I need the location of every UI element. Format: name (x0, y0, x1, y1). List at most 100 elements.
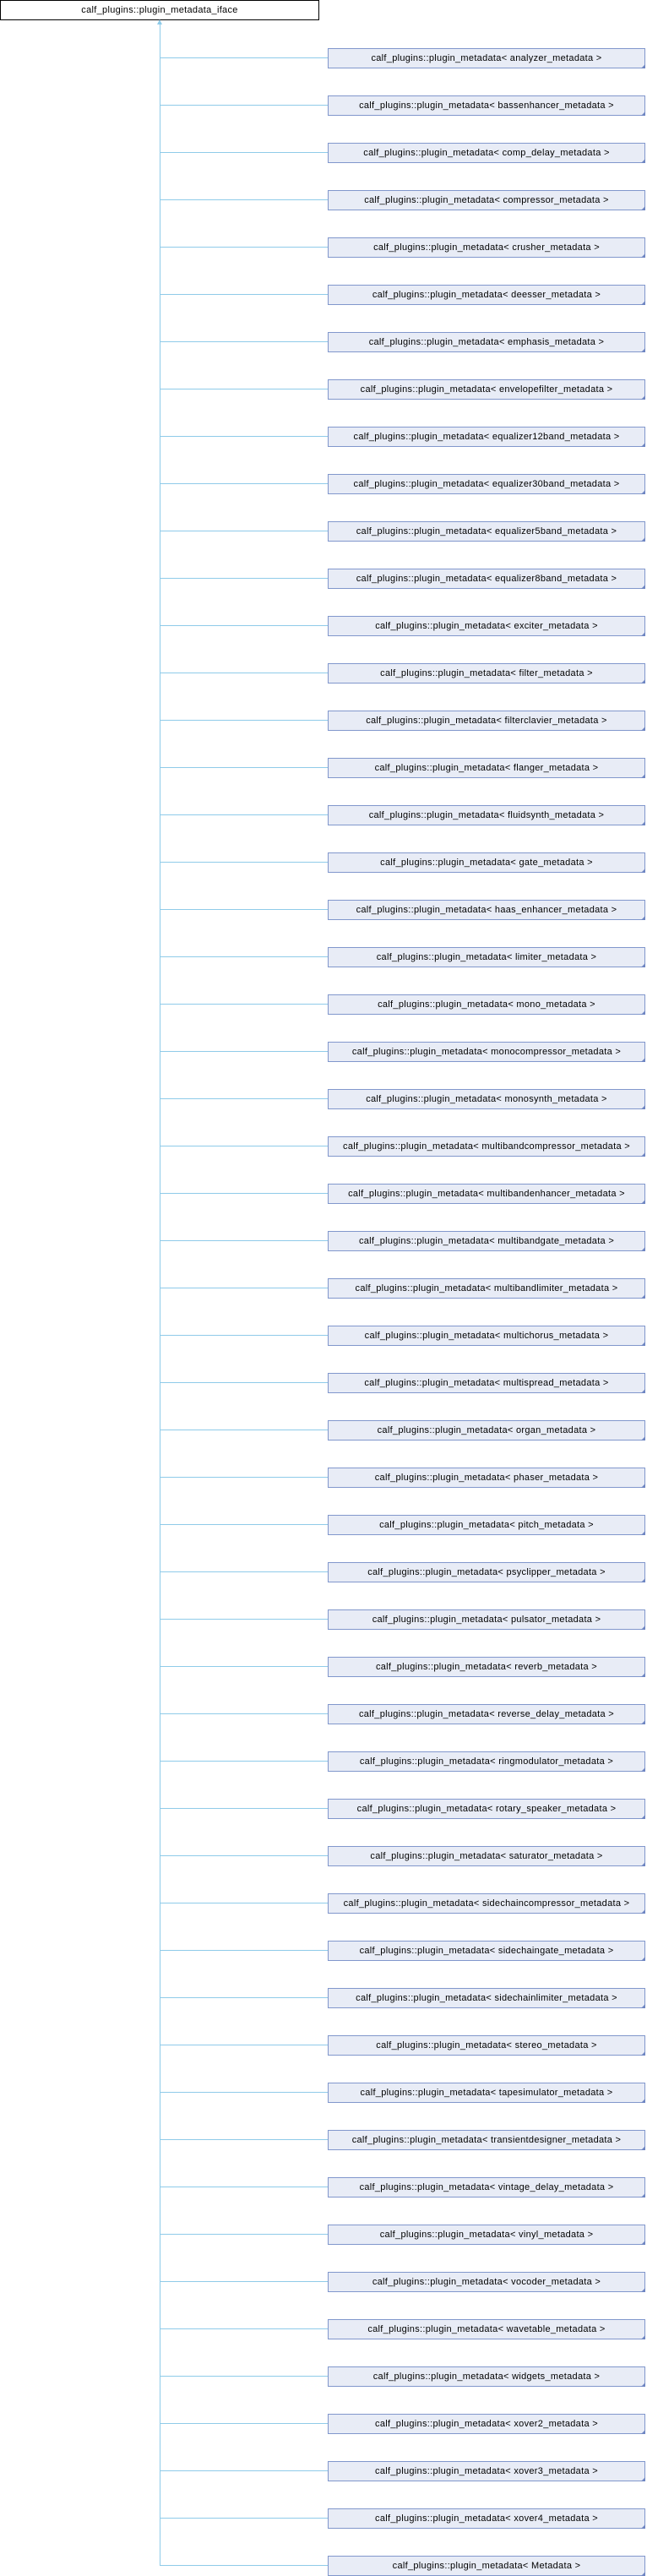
node-corner-icon (641, 301, 645, 305)
class-name-label: calf_plugins::plugin_metadata< emphasis_… (368, 337, 605, 347)
derived-class-node[interactable]: calf_plugins::plugin_metadata< sidechain… (328, 1893, 645, 1914)
derived-class-node[interactable]: calf_plugins::plugin_metadata< pitch_met… (328, 1515, 645, 1535)
inheritance-edge (160, 1382, 328, 1383)
derived-class-node[interactable]: calf_plugins::plugin_metadata< organ_met… (328, 1420, 645, 1440)
derived-class-node[interactable]: calf_plugins::plugin_metadata< emphasis_… (328, 332, 645, 352)
inheritance-edge (160, 2092, 328, 2093)
derived-class-node[interactable]: calf_plugins::plugin_metadata< equalizer… (328, 569, 645, 589)
derived-class-node[interactable]: calf_plugins::plugin_metadata< xover4_me… (328, 2508, 645, 2529)
derived-class-node[interactable]: calf_plugins::plugin_metadata< transient… (328, 2130, 645, 2150)
derived-class-node[interactable]: calf_plugins::plugin_metadata< psyclippe… (328, 1562, 645, 1582)
class-name-label: calf_plugins::plugin_metadata< envelopef… (360, 384, 613, 395)
inheritance-edge (160, 2470, 328, 2471)
derived-class-node[interactable]: calf_plugins::plugin_metadata< multispre… (328, 1373, 645, 1393)
derived-class-node[interactable]: calf_plugins::plugin_metadata< sidechain… (328, 1988, 645, 2008)
derived-class-node[interactable]: calf_plugins::plugin_metadata< Metadata … (328, 2556, 645, 2576)
node-corner-icon (641, 2288, 645, 2292)
class-name-label: calf_plugins::plugin_metadata< equalizer… (356, 526, 617, 536)
node-corner-icon (641, 1767, 645, 1772)
inheritance-edge (160, 2139, 328, 2140)
derived-class-node[interactable]: calf_plugins::plugin_metadata< ringmodul… (328, 1751, 645, 1772)
derived-class-node[interactable]: calf_plugins::plugin_metadata< analyzer_… (328, 48, 645, 68)
derived-class-node[interactable]: calf_plugins::plugin_metadata< reverse_d… (328, 1704, 645, 1724)
derived-class-node[interactable]: calf_plugins::plugin_metadata< wavetable… (328, 2319, 645, 2339)
inheritance-edge (160, 1004, 328, 1005)
node-corner-icon (641, 821, 645, 825)
derived-class-node[interactable]: calf_plugins::plugin_metadata< comp_dela… (328, 143, 645, 163)
derived-class-node[interactable]: calf_plugins::plugin_metadata< mono_meta… (328, 994, 645, 1015)
derived-class-node[interactable]: calf_plugins::plugin_metadata< filter_me… (328, 663, 645, 683)
derived-class-node[interactable]: calf_plugins::plugin_metadata< monocompr… (328, 1042, 645, 1062)
inheritance-edge (160, 1761, 328, 1762)
node-corner-icon (641, 1105, 645, 1109)
class-name-label: calf_plugins::plugin_metadata< xover3_me… (375, 2466, 598, 2476)
class-name-label: calf_plugins::plugin_metadata< pitch_met… (379, 1520, 594, 1530)
derived-class-node[interactable]: calf_plugins::plugin_metadata< equalizer… (328, 474, 645, 494)
class-name-label: calf_plugins::plugin_metadata< bassenhan… (359, 101, 614, 111)
derived-class-node[interactable]: calf_plugins::plugin_metadata< flanger_m… (328, 758, 645, 778)
derived-class-node[interactable]: calf_plugins::plugin_metadata< crusher_m… (328, 237, 645, 258)
derived-class-node[interactable]: calf_plugins::plugin_metadata< exciter_m… (328, 616, 645, 636)
derived-class-node[interactable]: calf_plugins::plugin_metadata< bassenhan… (328, 95, 645, 116)
derived-class-node[interactable]: calf_plugins::plugin_metadata< vocoder_m… (328, 2272, 645, 2292)
inheritance-edge (160, 2281, 328, 2282)
node-corner-icon (641, 1200, 645, 1204)
inheritance-edge (160, 1098, 328, 1099)
derived-class-node[interactable]: calf_plugins::plugin_metadata< limiter_m… (328, 947, 645, 967)
node-corner-icon (641, 1626, 645, 1630)
class-name-label: calf_plugins::plugin_metadata< vocoder_m… (372, 2277, 601, 2287)
class-name-label: calf_plugins::plugin_metadata< filter_me… (380, 668, 593, 678)
node-corner-icon (641, 585, 645, 589)
derived-class-node[interactable]: calf_plugins::plugin_metadata< xover3_me… (328, 2461, 645, 2481)
derived-class-node[interactable]: calf_plugins::plugin_metadata< filtercla… (328, 711, 645, 731)
node-corner-icon (641, 1247, 645, 1251)
inheritance-edge (160, 1619, 328, 1620)
derived-class-node[interactable]: calf_plugins::plugin_metadata< reverb_me… (328, 1657, 645, 1677)
derived-class-node[interactable]: calf_plugins::plugin_metadata< haas_enha… (328, 900, 645, 920)
class-name-label: calf_plugins::plugin_metadata< psyclippe… (367, 1567, 606, 1577)
derived-class-node[interactable]: calf_plugins::plugin_metadata< equalizer… (328, 427, 645, 447)
inheritance-edge (160, 720, 328, 721)
derived-class-node[interactable]: calf_plugins::plugin_metadata< envelopef… (328, 379, 645, 400)
derived-class-node[interactable]: calf_plugins::plugin_metadata< multichor… (328, 1326, 645, 1346)
node-corner-icon (641, 2383, 645, 2387)
inheritance-edge (160, 247, 328, 248)
derived-class-node[interactable]: calf_plugins::plugin_metadata< multiband… (328, 1231, 645, 1251)
derived-class-node[interactable]: calf_plugins::plugin_metadata< vintage_d… (328, 2177, 645, 2197)
node-corner-icon (641, 2193, 645, 2197)
inheritance-edge (160, 1051, 328, 1052)
derived-class-node[interactable]: calf_plugins::plugin_metadata< saturator… (328, 1846, 645, 1866)
derived-class-node[interactable]: calf_plugins::plugin_metadata< pulsator_… (328, 1609, 645, 1630)
node-corner-icon (641, 395, 645, 400)
class-name-label: calf_plugins::plugin_metadata< crusher_m… (373, 242, 600, 253)
derived-class-node[interactable]: calf_plugins::plugin_metadata< xover2_me… (328, 2414, 645, 2434)
derived-class-node[interactable]: calf_plugins::plugin_metadata< monosynth… (328, 1089, 645, 1109)
derived-class-node[interactable]: calf_plugins::plugin_metadata< deesser_m… (328, 285, 645, 305)
derived-class-node[interactable]: calf_plugins::plugin_metadata< phaser_me… (328, 1468, 645, 1488)
derived-class-node[interactable]: calf_plugins::plugin_metadata< rotary_sp… (328, 1799, 645, 1819)
class-name-label: calf_plugins::plugin_metadata< multichor… (364, 1331, 609, 1341)
derived-class-node[interactable]: calf_plugins::plugin_metadata< widgets_m… (328, 2366, 645, 2387)
inheritance-edge (160, 1524, 328, 1525)
derived-class-node[interactable]: calf_plugins::plugin_metadata< fluidsynt… (328, 805, 645, 825)
derived-class-node[interactable]: calf_plugins::plugin_metadata< tapesimul… (328, 2083, 645, 2103)
class-name-label: calf_plugins::plugin_metadata< analyzer_… (371, 53, 602, 63)
node-corner-icon (641, 1436, 645, 1440)
derived-class-node[interactable]: calf_plugins::plugin_metadata< equalizer… (328, 521, 645, 542)
derived-class-node[interactable]: calf_plugins::plugin_metadata< sidechain… (328, 1941, 645, 1961)
derived-class-node[interactable]: calf_plugins::plugin_metadata< vinyl_met… (328, 2225, 645, 2245)
class-name-label: calf_plugins::plugin_metadata< multispre… (364, 1378, 609, 1388)
derived-class-node[interactable]: calf_plugins::plugin_metadata< compresso… (328, 190, 645, 210)
class-name-label: calf_plugins::plugin_metadata< widgets_m… (372, 2372, 601, 2382)
node-corner-icon (641, 1578, 645, 1582)
inheritance-edge (160, 814, 328, 815)
inheritance-edge (160, 199, 328, 200)
inheritance-arrowhead-icon (157, 19, 162, 25)
derived-class-node[interactable]: calf_plugins::plugin_metadata< stereo_me… (328, 2035, 645, 2056)
inheritance-edge (160, 436, 328, 437)
node-corner-icon (641, 64, 645, 68)
derived-class-node[interactable]: calf_plugins::plugin_metadata< multiband… (328, 1136, 645, 1157)
derived-class-node[interactable]: calf_plugins::plugin_metadata< gate_meta… (328, 852, 645, 873)
derived-class-node[interactable]: calf_plugins::plugin_metadata< multiband… (328, 1278, 645, 1299)
derived-class-node[interactable]: calf_plugins::plugin_metadata< multiband… (328, 1184, 645, 1204)
